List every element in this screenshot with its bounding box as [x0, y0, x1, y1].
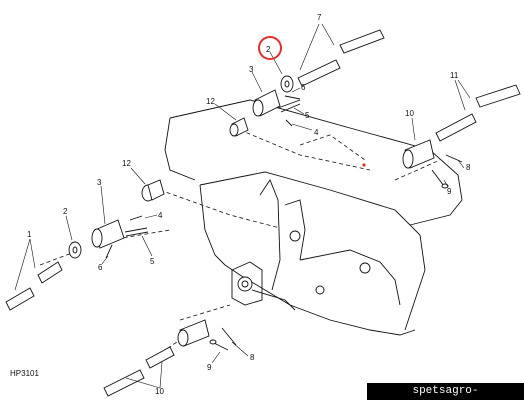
callout-5-left: 5	[150, 257, 155, 266]
callout-8-bottom: 8	[250, 353, 255, 362]
part-6-cotter-left[interactable]	[105, 244, 113, 259]
leader-lines	[14, 23, 471, 389]
callout-3-left: 3	[97, 178, 102, 187]
part-7-shaft[interactable]	[297, 29, 385, 87]
parts-exploded-diagram: 7 2 3 12 6 5 4 11 10 8 9 12 3 4 5 6 2 1 …	[5, 13, 521, 397]
callout-2-top: 2	[266, 45, 271, 54]
part-5-pin-top[interactable]	[277, 99, 301, 113]
callout-5-top: 5	[305, 111, 310, 120]
highlight-dot	[362, 163, 366, 167]
part-8-cotter-right[interactable]	[445, 154, 463, 163]
part-11-shaft-bottom[interactable]	[103, 346, 175, 397]
callout-3-top: 3	[249, 65, 254, 74]
callout-6-top: 6	[301, 83, 306, 92]
part-2-bushing-top[interactable]	[280, 75, 294, 93]
callout-12-top: 12	[206, 97, 215, 106]
callout-1: 1	[27, 230, 32, 239]
part-11-shaft[interactable]	[435, 84, 521, 142]
callout-6-left: 6	[98, 263, 103, 272]
callout-11: 11	[450, 71, 459, 80]
part-4-pin-top[interactable]	[285, 119, 293, 127]
part-12-collar-left[interactable]	[141, 179, 165, 202]
part-9-pin-right[interactable]	[431, 169, 449, 189]
highlight-circle	[258, 36, 282, 60]
part-12-collar-top[interactable]	[229, 117, 249, 137]
callout-9-right: 9	[447, 187, 452, 196]
callout-7: 7	[317, 13, 322, 22]
callout-2-left: 2	[63, 207, 68, 216]
part-9-pin-bottom[interactable]	[209, 339, 229, 351]
alignment-lines	[39, 129, 441, 361]
part-3-bearing-top[interactable]	[252, 89, 281, 117]
part-8-cotter-bottom[interactable]	[221, 327, 237, 346]
part-6-cotter-top[interactable]	[284, 95, 301, 100]
watermark: spetsagro-tov.agrobiz.net	[367, 383, 524, 414]
part-10-bearing[interactable]	[402, 139, 435, 169]
part-10-bearing-bottom[interactable]	[177, 319, 210, 347]
callout-10-bottom: 10	[155, 387, 164, 396]
figure-id: HP3101	[10, 369, 39, 378]
callout-12-left: 12	[122, 159, 131, 168]
callout-4-top: 4	[314, 128, 319, 137]
callout-4-left: 4	[158, 211, 163, 220]
part-3-bearing-left[interactable]	[91, 219, 125, 249]
part-5-pin-left[interactable]	[124, 227, 149, 237]
part-1-shaft[interactable]	[5, 261, 63, 311]
part-4-pin-left[interactable]	[129, 215, 143, 221]
frame-body	[164, 99, 463, 336]
callout-9-bottom: 9	[207, 363, 212, 372]
part-2-bushing-left[interactable]	[68, 241, 82, 259]
callout-10-right: 10	[405, 109, 414, 118]
callout-8-right: 8	[466, 163, 471, 172]
